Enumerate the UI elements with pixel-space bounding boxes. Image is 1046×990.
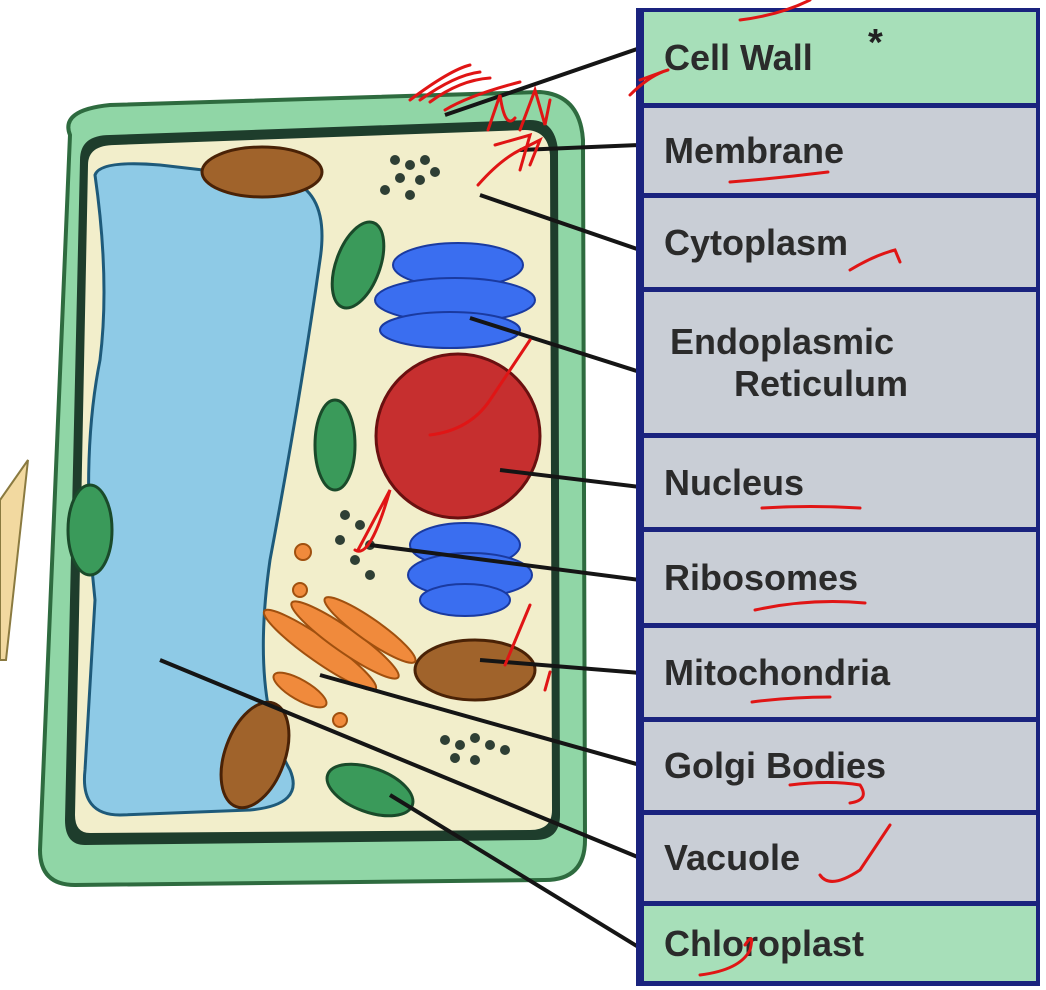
label-text: Golgi Bodies xyxy=(644,745,886,787)
label-text: Cell Wall xyxy=(644,37,813,79)
label-ribosomes: Ribosomes xyxy=(644,532,1036,626)
label-text: Endoplasmic xyxy=(644,321,894,363)
label-chloroplast: Chloroplast xyxy=(644,906,1036,984)
label-vacuole: Vacuole xyxy=(644,815,1036,904)
label-golgi-bodies: Golgi Bodies xyxy=(644,722,1036,813)
label-text: Cytoplasm xyxy=(644,222,848,264)
nucleus xyxy=(376,354,540,518)
label-text: Mitochondria xyxy=(644,652,890,694)
label-text: Membrane xyxy=(644,130,844,172)
label-text: Ribosomes xyxy=(644,557,858,599)
asterisk-mark: * xyxy=(868,22,883,65)
label-nucleus: Nucleus xyxy=(644,438,1036,530)
label-mitochondria: Mitochondria xyxy=(644,628,1036,720)
label-cell-wall: Cell Wall xyxy=(644,12,1036,106)
label-text: Chloroplast xyxy=(644,923,864,965)
label-membrane: Membrane xyxy=(644,108,1036,196)
label-text: Nucleus xyxy=(644,462,804,504)
label-text: Vacuole xyxy=(644,837,800,879)
arrow-pointer-icon xyxy=(0,460,28,660)
label-text-line2: Reticulum xyxy=(644,363,908,405)
label-cytoplasm: Cytoplasm xyxy=(644,198,1036,290)
